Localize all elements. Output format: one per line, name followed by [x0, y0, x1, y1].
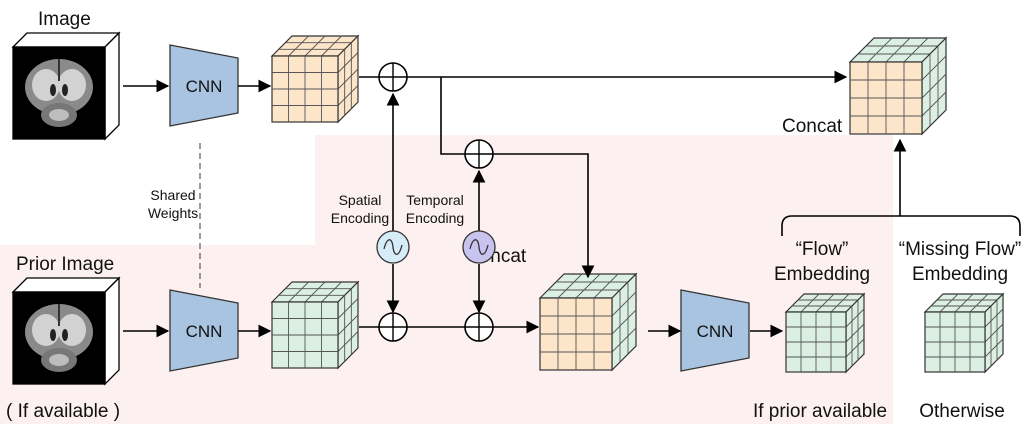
edge-branch-to-temporal-plus [440, 77, 465, 155]
missing-flow-embedding-cube [923, 292, 1005, 374]
spatial-encoding-label-1: Spatial [339, 192, 382, 208]
spatial-encoding-label-2: Encoding [331, 210, 389, 226]
embedding-bracket [781, 215, 1021, 236]
plus-node-temporal-prior [464, 312, 494, 342]
flow-embedding-label-1: “Flow” [796, 239, 849, 260]
feature-cube-prior [270, 280, 360, 370]
shared-weights-label-2: Weights [148, 205, 198, 221]
shared-weights-label-1: Shared [150, 187, 195, 203]
concat-cube-mid [538, 272, 638, 372]
plus-node-spatial-prior [378, 312, 408, 342]
prior-image-label: Prior Image [16, 254, 114, 275]
if-prior-available-label: If prior available [753, 401, 887, 422]
temporal-encoding-label-1: Temporal [406, 192, 464, 208]
plus-node-temporal [464, 139, 494, 169]
cnn-block-top: CNN [169, 44, 239, 127]
missing-flow-embedding-label-1: “Missing Flow” [899, 239, 1021, 260]
plus-node-top [378, 62, 408, 92]
prior-region-background [0, 135, 893, 424]
temporal-encoding-label-2: Encoding [406, 210, 464, 226]
spatial-encoding-node [376, 230, 410, 264]
prior-image-panel [11, 276, 121, 386]
if-available-label: ( If available ) [6, 401, 120, 422]
arrow-temporal-plus-to-mid-concat [493, 153, 595, 279]
otherwise-label: Otherwise [919, 401, 1005, 422]
svg-text:CNN: CNN [186, 322, 223, 341]
cnn-block-flow: CNN [680, 289, 750, 372]
image-label: Image [38, 9, 91, 30]
svg-text:CNN: CNN [186, 77, 223, 96]
flow-embedding-cube [784, 292, 866, 374]
svg-text:CNN: CNN [697, 322, 734, 341]
image-panel [11, 31, 121, 141]
cnn-block-prior: CNN [169, 289, 239, 372]
flow-embedding-label-2: Embedding [774, 264, 870, 285]
missing-flow-embedding-label-2: Embedding [912, 264, 1008, 285]
concat-cube-final [848, 36, 948, 136]
concat-top-label: Concat [782, 116, 843, 137]
feature-cube-image [270, 34, 360, 124]
temporal-encoding-node [462, 230, 496, 264]
